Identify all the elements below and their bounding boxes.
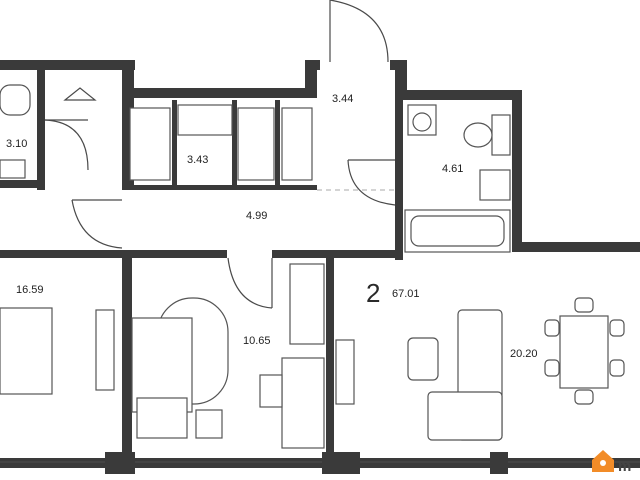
walls (0, 60, 640, 474)
brand-text: m (618, 458, 631, 475)
room-area-bedroom: 10.65 (243, 335, 271, 347)
room-area-closet: 3.43 (187, 154, 208, 166)
room-area-bathroom: 4.61 (442, 163, 463, 175)
room-area-corridor: 4.99 (246, 210, 267, 222)
doors (44, 0, 396, 309)
fixtures (0, 84, 625, 449)
total-area: 67.01 (392, 288, 420, 300)
room-area-hall: 3.44 (332, 93, 353, 105)
room-area-kitchen: 20.20 (510, 348, 538, 360)
room-area-wc: 3.10 (6, 138, 27, 150)
room-area-living: 16.59 (16, 284, 44, 296)
brand-logo: m (592, 450, 631, 475)
rooms-count: 2 (366, 278, 380, 308)
